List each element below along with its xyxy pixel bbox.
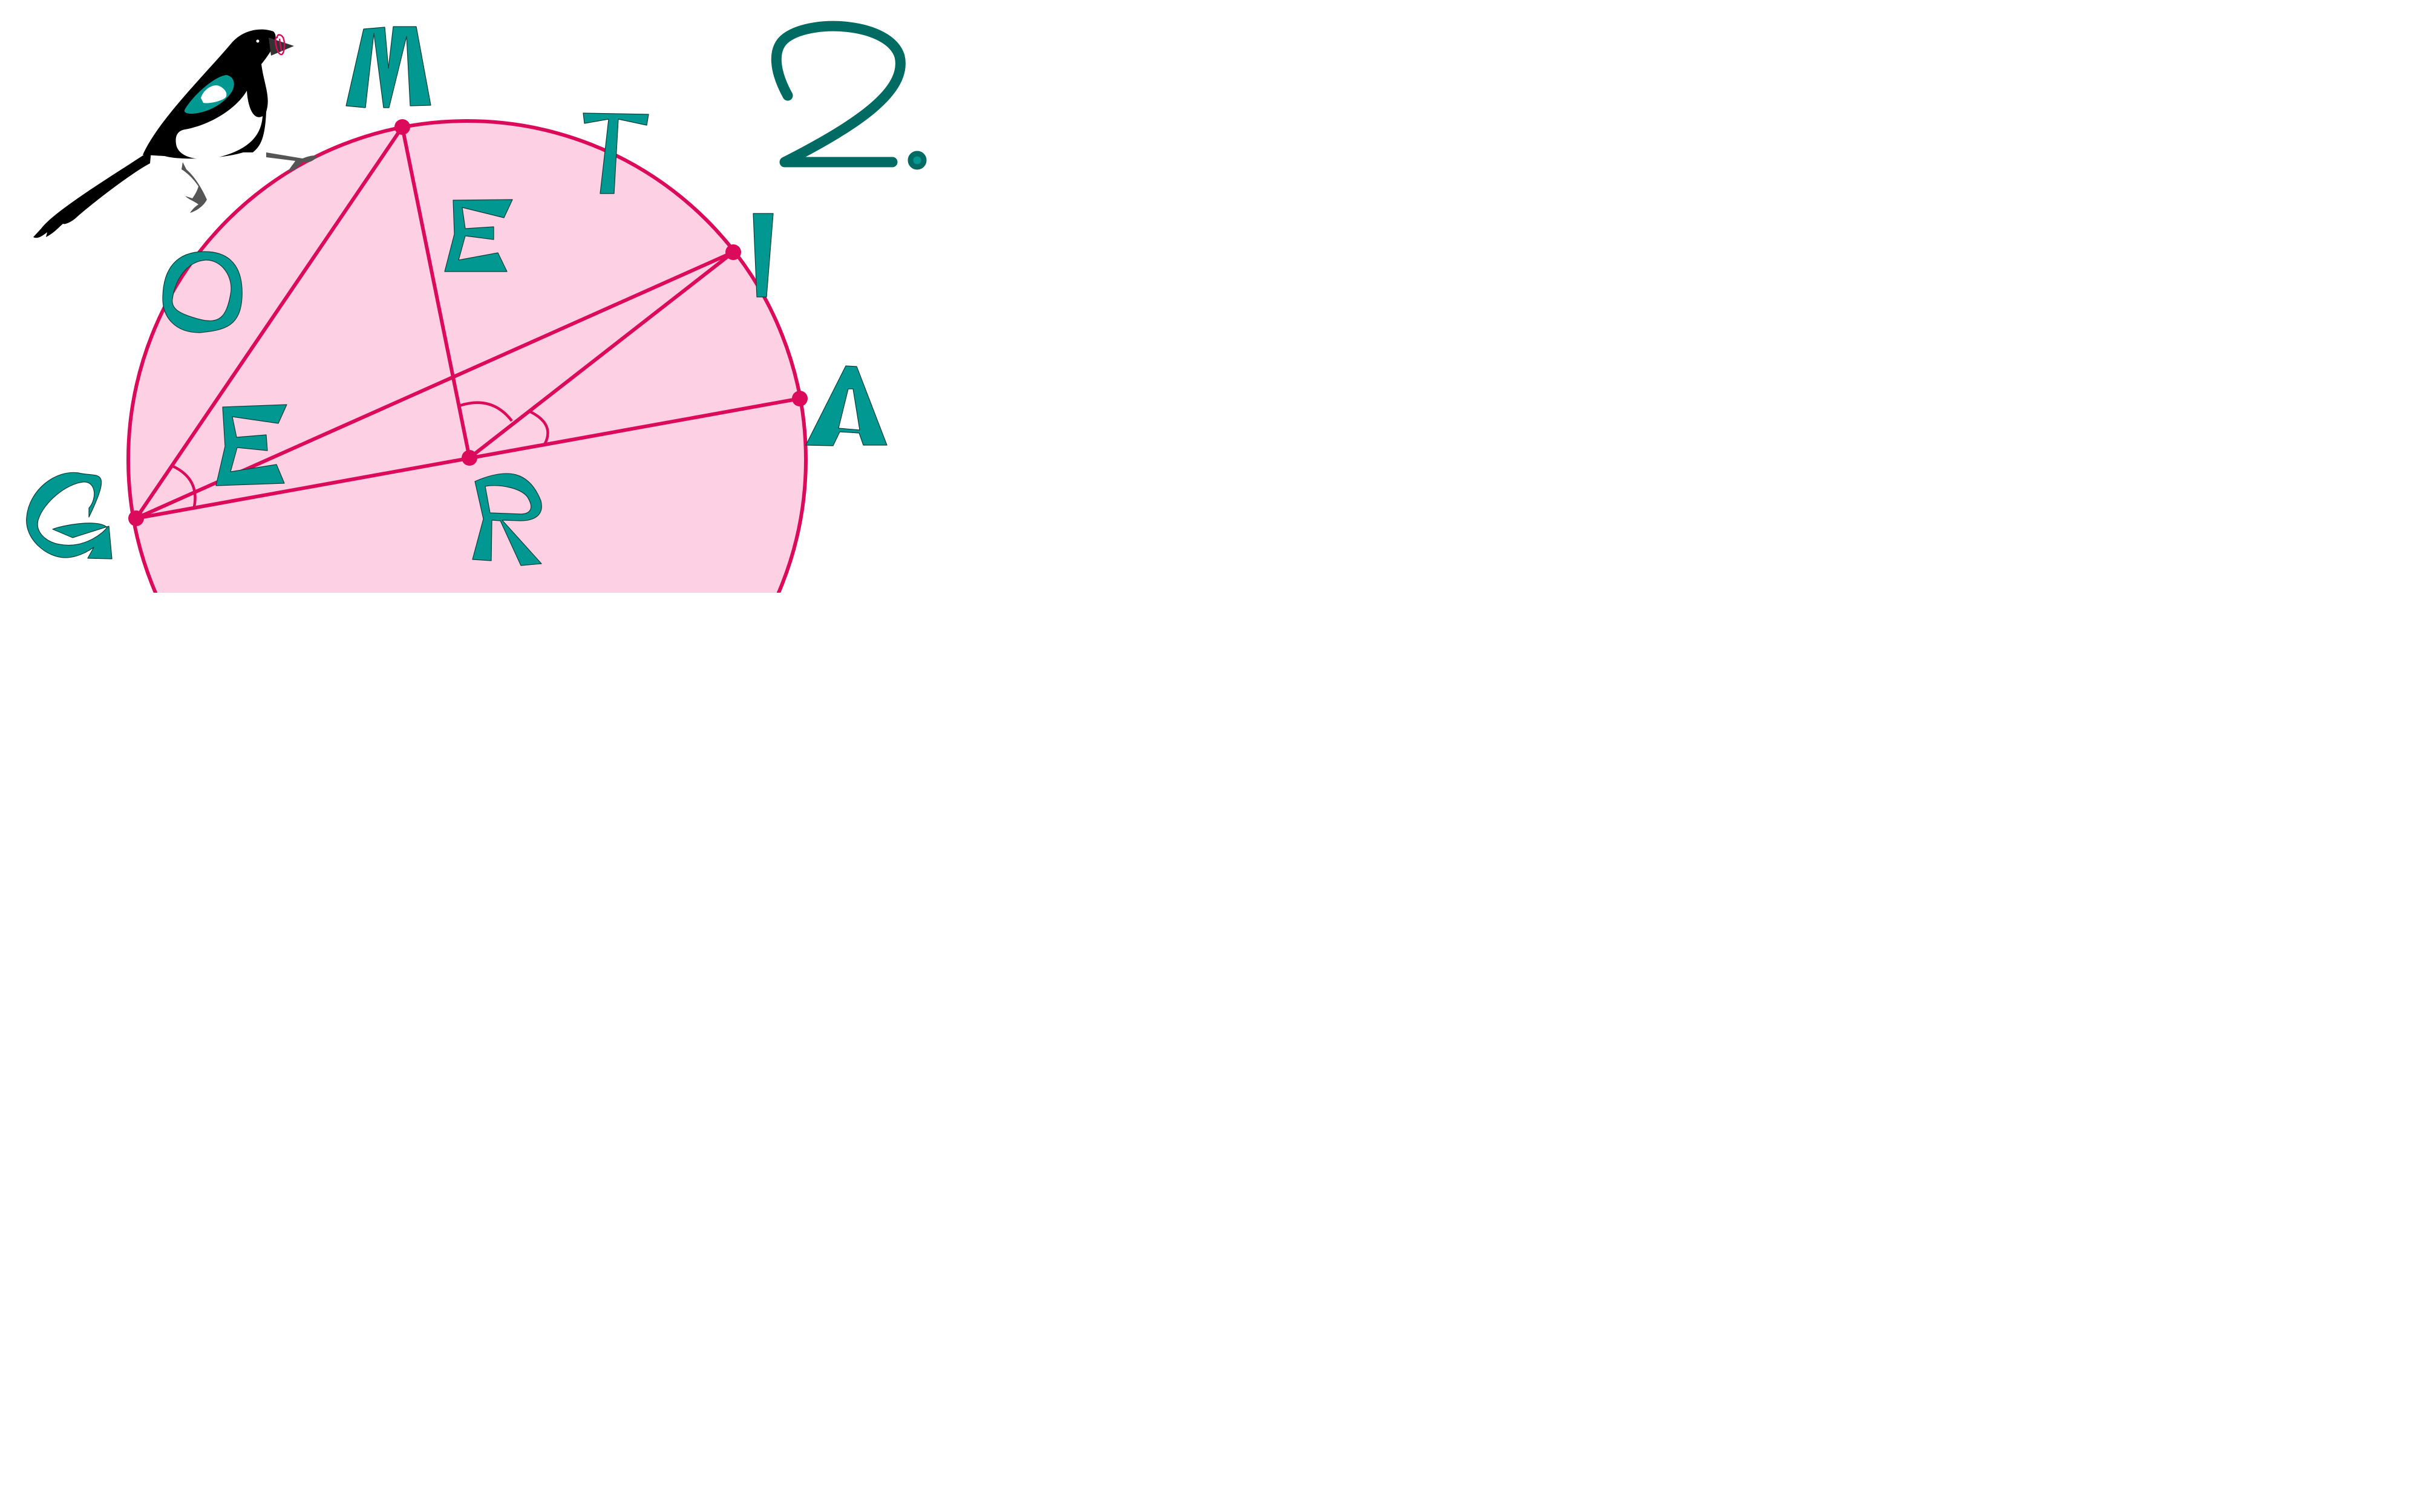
geometria-illustration: G E O M E T R I A 2. <box>0 0 949 593</box>
line-m-r <box>401 125 471 460</box>
letter-g: G <box>67 511 95 553</box>
letter-a: A <box>847 396 872 438</box>
magpie-belly <box>175 91 263 159</box>
letter-e-upper-glyph <box>444 199 513 272</box>
magpie-eye <box>256 39 260 43</box>
point-g <box>128 510 144 526</box>
point-r <box>462 450 477 466</box>
point-m <box>394 119 410 135</box>
number-two-glyph <box>771 21 906 168</box>
letter-r-glyph <box>472 473 542 566</box>
number-dot <box>908 151 927 170</box>
letter-m-glyph <box>345 26 431 108</box>
letter-m: M <box>387 57 419 100</box>
magpie-foot-back <box>182 162 207 213</box>
line-g-m <box>134 125 404 520</box>
inscribed-circle <box>126 119 808 593</box>
line-r-i <box>468 250 735 460</box>
letter-e-upper: E <box>478 221 501 263</box>
paperclip-icon <box>275 34 286 56</box>
letter-a-glyph <box>805 365 888 446</box>
letter-o: O <box>200 269 228 311</box>
illustration-canvas: G E O M E T R I A 2. <box>26 21 927 593</box>
magpie-foot-front <box>266 152 317 172</box>
angle-markers <box>172 401 549 507</box>
letter-t: T <box>613 142 636 184</box>
letter-o-glyph <box>162 251 243 333</box>
letter-r: R <box>505 511 531 553</box>
magpie-icon <box>33 29 317 238</box>
magpie-tail <box>33 150 151 238</box>
letter-t-glyph <box>583 112 649 194</box>
letter-e-lower-glyph <box>215 404 287 486</box>
angle-arc-g <box>172 464 197 507</box>
magpie-wing-patch <box>201 85 227 103</box>
angle-arc-r-upper <box>459 401 513 422</box>
letter-i: I <box>762 245 773 287</box>
angle-arc-r-right <box>529 410 549 446</box>
letter-i-glyph <box>753 213 774 298</box>
point-i <box>725 244 741 260</box>
point-a <box>792 391 808 406</box>
letter-e-lower: E <box>248 438 271 481</box>
letter-g-glyph <box>26 472 113 559</box>
geometry-points <box>128 119 808 526</box>
chapter-number: 2. <box>771 21 927 170</box>
geometria-letters <box>26 26 888 566</box>
